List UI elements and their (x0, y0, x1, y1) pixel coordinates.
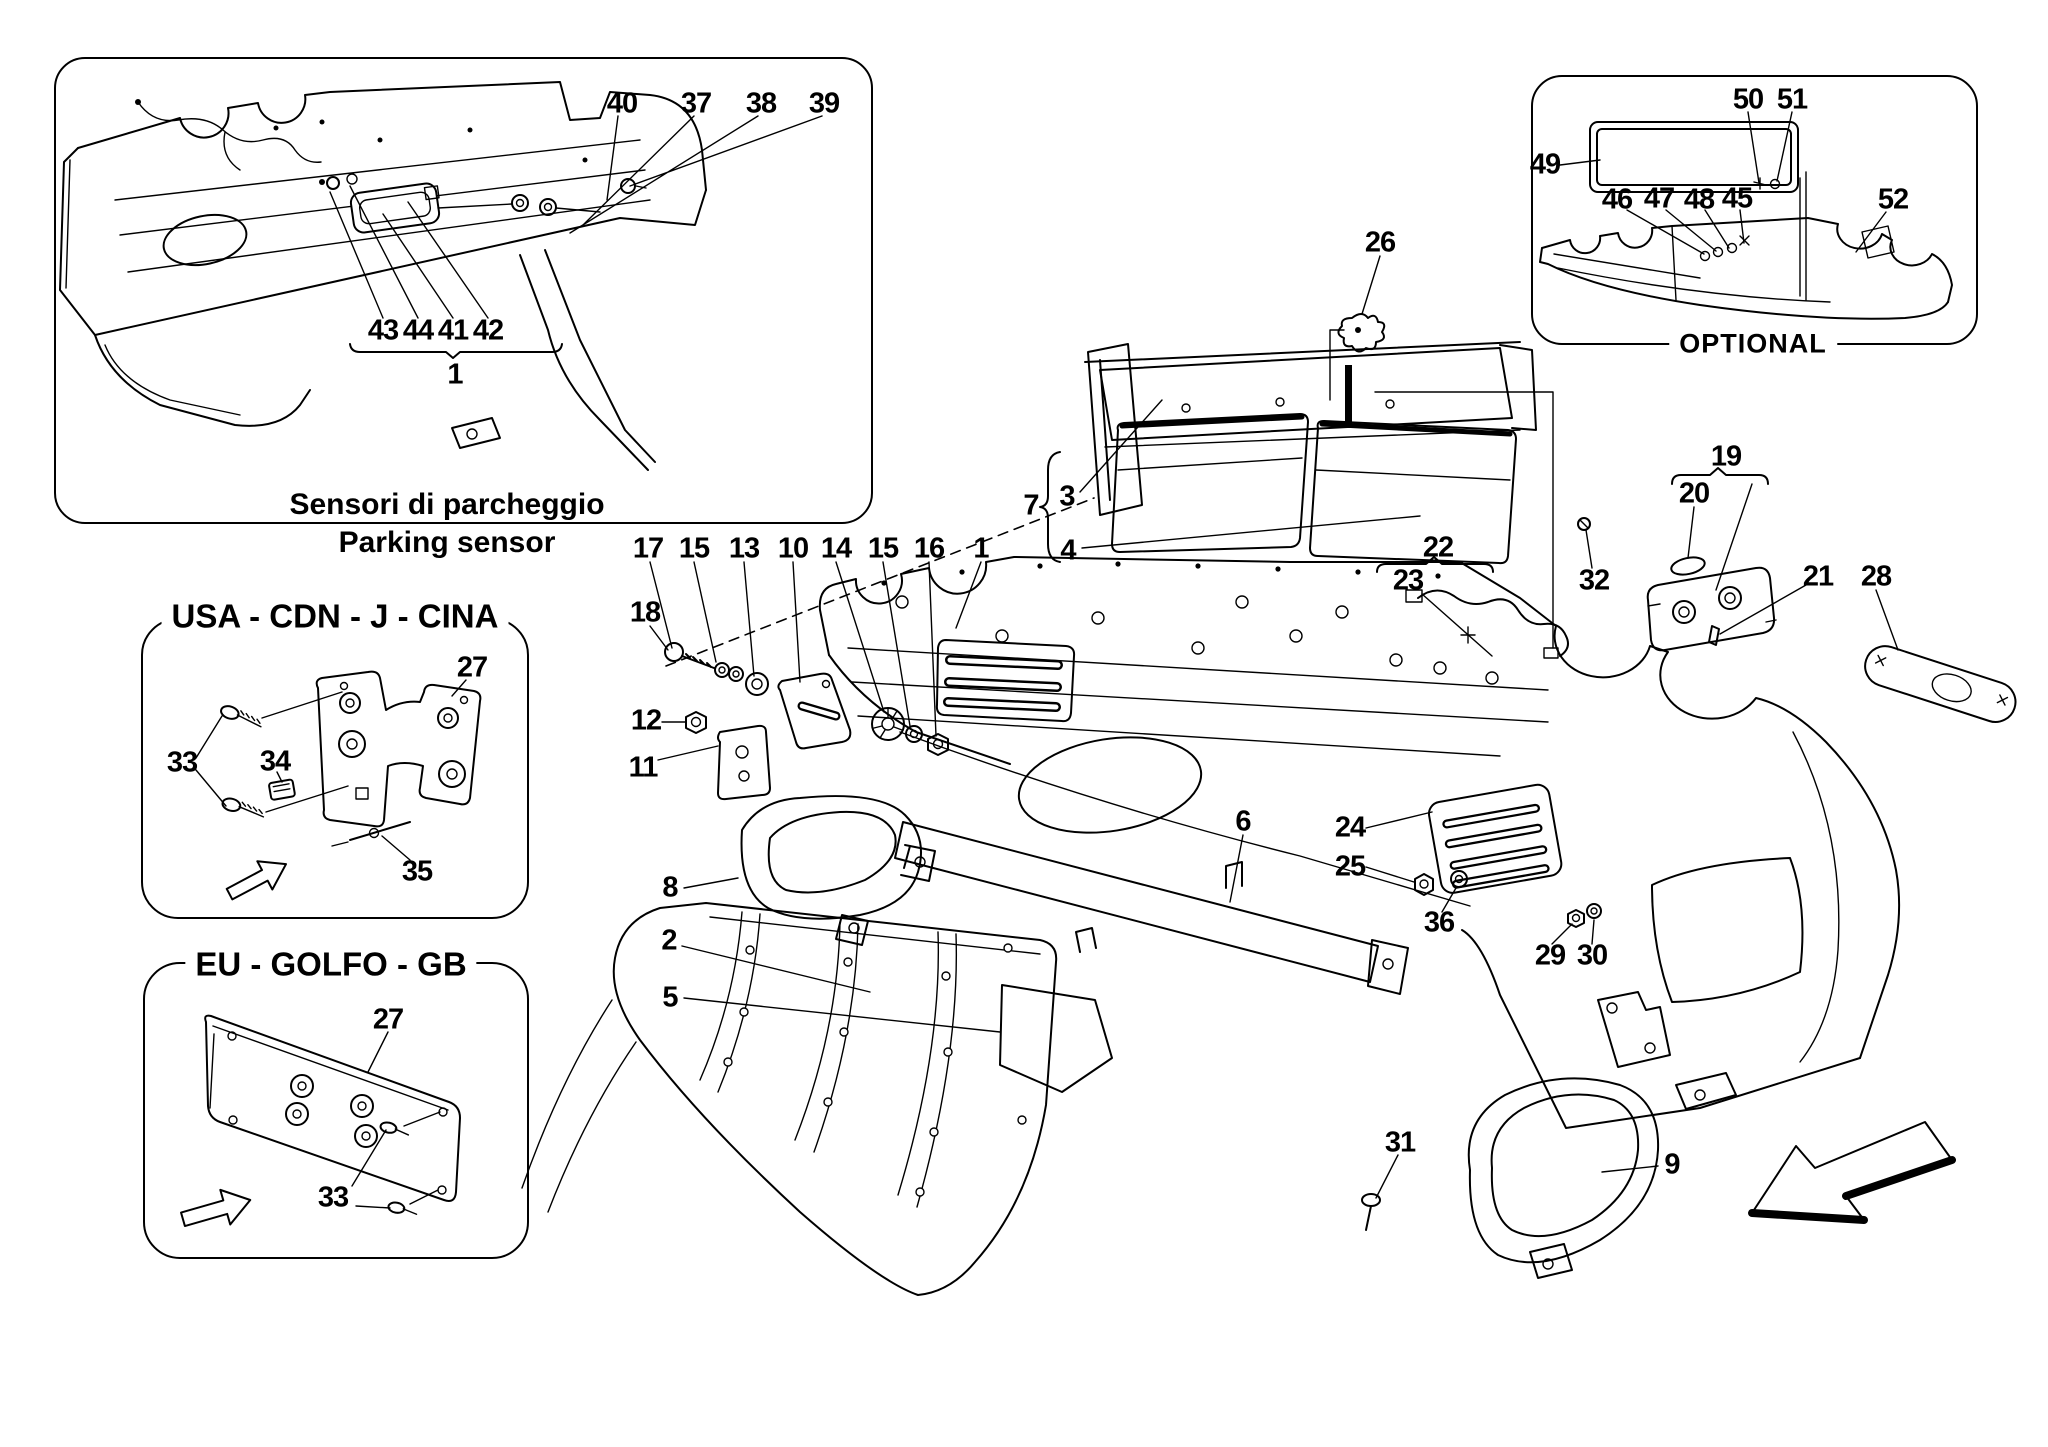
callout-25-main: 25 (1334, 850, 1366, 883)
callout-37-parking-sensor-inset: 37 (680, 87, 712, 120)
tray-rivets (723, 943, 1027, 1197)
callout-2-main: 2 (661, 924, 677, 957)
callout-28-main: 28 (1860, 560, 1892, 593)
callout-29-main: 29 (1534, 939, 1566, 972)
left-exhaust-bezel-drawing (740, 795, 936, 946)
callout-14-main: 14 (820, 532, 852, 565)
callout-16-main: 16 (913, 532, 945, 565)
callout-6-main: 6 (1235, 805, 1251, 838)
under-tray-drawing (521, 902, 1113, 1296)
eu-inset-box (143, 962, 529, 1259)
leader-lines (649, 255, 1899, 1199)
callout-42-parking-sensor-inset: 42 (472, 314, 504, 347)
callout-38-parking-sensor-inset: 38 (745, 87, 777, 120)
callout-15-main: 15 (867, 532, 899, 565)
callout-46-optional-inset: 46 (1601, 183, 1633, 216)
callout-1-main: 1 (973, 532, 989, 565)
parking-sensor-inset-box (54, 57, 873, 524)
callout-43-parking-sensor-inset: 43 (367, 314, 399, 347)
eu-inset-drawing (180, 1014, 461, 1228)
callout-5-main: 5 (662, 981, 678, 1014)
fastener-hardware-drawing (664, 497, 1602, 1231)
lamp-assembly-drawing (1646, 556, 1777, 652)
callout-45-optional-inset: 45 (1721, 182, 1753, 215)
usa-cdn-j-cina-title: USA - CDN - J - CINA (161, 599, 509, 633)
callout-18-main: 18 (629, 596, 661, 629)
callout-7-main: 7 (1023, 489, 1039, 522)
callout-8-main: 8 (662, 871, 678, 904)
callout-39-parking-sensor-inset: 39 (808, 87, 840, 120)
parking-sensor-title-italian: Sensori di parcheggio (279, 490, 615, 520)
callout-49-optional-inset: 49 (1529, 148, 1561, 181)
callout-23-main: 23 (1392, 564, 1424, 597)
callout-47-optional-inset: 47 (1643, 182, 1675, 215)
tray-mesh-grille (999, 984, 1113, 1093)
optional-title: OPTIONAL (1669, 330, 1837, 358)
callout-19-main: 19 (1710, 440, 1742, 473)
reinforcement-plate-drawing (1414, 783, 1563, 896)
optional-inset-box (1531, 75, 1978, 345)
side-marker-lamp-drawing (1864, 645, 2017, 723)
callout-32-main: 32 (1578, 564, 1610, 597)
callout-12-main: 12 (630, 704, 662, 737)
callout-40-parking-sensor-inset: 40 (606, 87, 638, 120)
callout-3-main: 3 (1059, 480, 1075, 513)
callout-44-parking-sensor-inset: 44 (402, 314, 434, 347)
parking-sensor-title-english: Parking sensor (338, 526, 556, 559)
callout-1-parking-sensor-inset: 1 (447, 358, 463, 391)
direction-arrow (1748, 1121, 1956, 1224)
callout-15-main: 15 (678, 532, 710, 565)
callout-41-parking-sensor-inset: 41 (437, 314, 469, 347)
parking-sensor-bumper-drawing (59, 81, 707, 471)
flange-holes (881, 561, 1441, 586)
callout-11-main: 11 (628, 751, 659, 784)
right-exhaust-bezel-drawing (1467, 1077, 1660, 1279)
callout-22-main: 22 (1422, 531, 1454, 564)
callout-17-main: 17 (632, 532, 664, 565)
callout-51-optional-inset: 51 (1776, 83, 1808, 116)
parking-sensor-inset-leaders (329, 115, 823, 359)
callout-48-optional-inset: 48 (1683, 183, 1715, 216)
callout-20-main: 20 (1678, 477, 1710, 510)
callout-27-usa-inset: 27 (456, 651, 488, 684)
callout-27-eu-inset: 27 (372, 1003, 404, 1036)
callout-4-main: 4 (1060, 534, 1076, 567)
callout-35-usa-inset: 35 (401, 855, 433, 888)
callout-33-eu-inset: 33 (317, 1181, 349, 1214)
callout-26-main: 26 (1364, 226, 1396, 259)
screw-bosses (895, 595, 1499, 685)
callout-34-usa-inset: 34 (259, 745, 291, 778)
usa-inset-drawing (195, 670, 482, 901)
callout-50-optional-inset: 50 (1732, 83, 1764, 116)
callout-31-main: 31 (1384, 1126, 1416, 1159)
grille-duct-assembly-drawing (1084, 313, 1554, 649)
mesh-strip-drawing (894, 821, 1409, 995)
callout-9-main: 9 (1664, 1148, 1680, 1181)
callout-10-main: 10 (777, 532, 809, 565)
callout-30-main: 30 (1576, 939, 1608, 972)
callout-21-main: 21 (1802, 560, 1834, 593)
callout-52-optional-inset: 52 (1877, 183, 1909, 216)
callout-36-main: 36 (1423, 906, 1455, 939)
eu-golfo-gb-title: EU - GOLFO - GB (185, 947, 477, 981)
callout-24-main: 24 (1334, 811, 1366, 844)
callout-13-main: 13 (728, 532, 760, 565)
optional-inset-drawing (1539, 111, 1953, 320)
callout-33-usa-inset: 33 (166, 746, 198, 779)
